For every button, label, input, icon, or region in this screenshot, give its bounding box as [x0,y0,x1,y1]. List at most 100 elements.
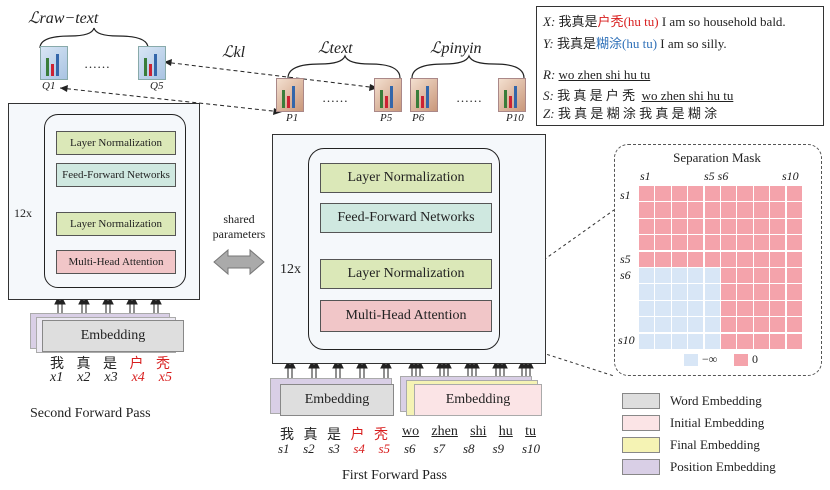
mask-cell [704,251,720,267]
mask-cell [671,218,687,234]
mask-cell [770,284,786,300]
mask-cell [639,186,655,202]
mask-cell [688,268,704,284]
mask-cell [639,300,655,316]
q5-thumbnail [138,46,166,80]
mask-cell [655,218,671,234]
example-s-line: S: 我 真 是 户 秃 wo zhen shi hu tu [543,88,734,103]
right-mha: Multi-Head Attention [320,300,492,332]
mask-cell [639,202,655,218]
mask-cell [753,268,769,284]
mask-cell [639,333,655,349]
right-token-s: s8 [462,441,475,456]
right-layer-norm-bottom: Layer Normalization [320,259,492,289]
left-token-x: x2 [77,370,91,385]
right-token-pinyin: tu [525,424,536,439]
q1-thumbnail [40,46,68,80]
p10-label: P10 [506,112,524,124]
left-layer-norm-top: Layer Normalization [56,131,176,155]
right-token-pinyin: wo [402,424,420,439]
mask-cell [737,218,753,234]
mask-cell [704,202,720,218]
mask-cell [688,333,704,349]
mask-cell [671,333,687,349]
right-token-zh: 真 [303,428,318,443]
mask-cell [704,284,720,300]
mask-cell [655,317,671,333]
mask-cell [671,284,687,300]
mask-cell [753,202,769,218]
mask-cell [770,300,786,316]
left-token-row-x: x1 x2 x3 x4 x5 [50,370,172,386]
q5-label: Q5 [150,80,164,92]
p5-label: P5 [380,112,393,124]
mask-cell [786,218,802,234]
mask-cell [770,235,786,251]
mask-cell [688,186,704,202]
right-token-s: s6 [404,441,416,456]
mask-cell [770,317,786,333]
mask-grid [639,186,803,350]
right-layer-norm-top: Layer Normalization [320,163,492,193]
mask-cell [671,268,687,284]
right-embedding-right: Embedding [414,384,542,416]
mask-cell [786,300,802,316]
mask-cell [639,235,655,251]
left-token-zh: 秃 [156,357,170,372]
mask-cell [737,186,753,202]
mask-cell [753,300,769,316]
mask-cell [721,317,737,333]
mask-cell [655,235,671,251]
p6-label: P6 [412,112,425,124]
loss-raw-text-label: ℒraw−text [28,10,99,27]
mask-side-label-s5: s5 [620,252,631,266]
left-token-x: x5 [158,370,172,385]
mask-cell [639,284,655,300]
mask-cell [753,251,769,267]
loss-pinyin-label: ℒpinyin [430,40,482,57]
mask-cell [721,218,737,234]
mask-cell [737,202,753,218]
mask-cell [655,300,671,316]
left-repeat-label: 12x [14,206,32,220]
right-token-s: s7 [433,441,446,456]
mask-cell [688,218,704,234]
mask-cell [786,251,802,267]
mask-cell [688,235,704,251]
mask-cell [639,317,655,333]
mask-cell [671,202,687,218]
left-layer-norm-bottom: Layer Normalization [56,212,176,236]
mask-cell [655,333,671,349]
right-token-s: s9 [492,441,505,456]
mask-cell [704,317,720,333]
right-token-zh: 秃 [374,428,388,443]
right-token-pinyin: shi [470,424,487,439]
right-token-row-zh: 我 真 是 户 秃 [280,424,388,444]
mask-cell [655,251,671,267]
mask-cell [704,186,720,202]
mask-cell [688,251,704,267]
mask-side-label-s1: s1 [620,188,631,202]
right-token-s: s3 [328,441,340,456]
right-token-pinyin: hu [498,424,513,439]
first-pass-caption: First Forward Pass [342,468,448,483]
mask-cell [671,251,687,267]
mask-cell [737,235,753,251]
right-token-zh: 我 [280,428,294,443]
right-token-zh: 户 [350,428,365,443]
left-embedding: Embedding [42,320,184,352]
p5-thumbnail [374,78,402,112]
mask-title: Separation Mask [673,150,761,165]
mask-cell [639,268,655,284]
mask-cell [721,268,737,284]
left-token-x: x3 [104,370,118,385]
right-token-s: s2 [303,441,315,456]
left-token-x: x4 [131,370,145,385]
mask-cell [770,202,786,218]
left-token-zh: 真 [76,357,91,372]
mask-side-label-s6: s6 [620,268,631,282]
mask-cell [688,300,704,316]
p10-thumbnail [498,78,526,112]
mask-cell [655,202,671,218]
